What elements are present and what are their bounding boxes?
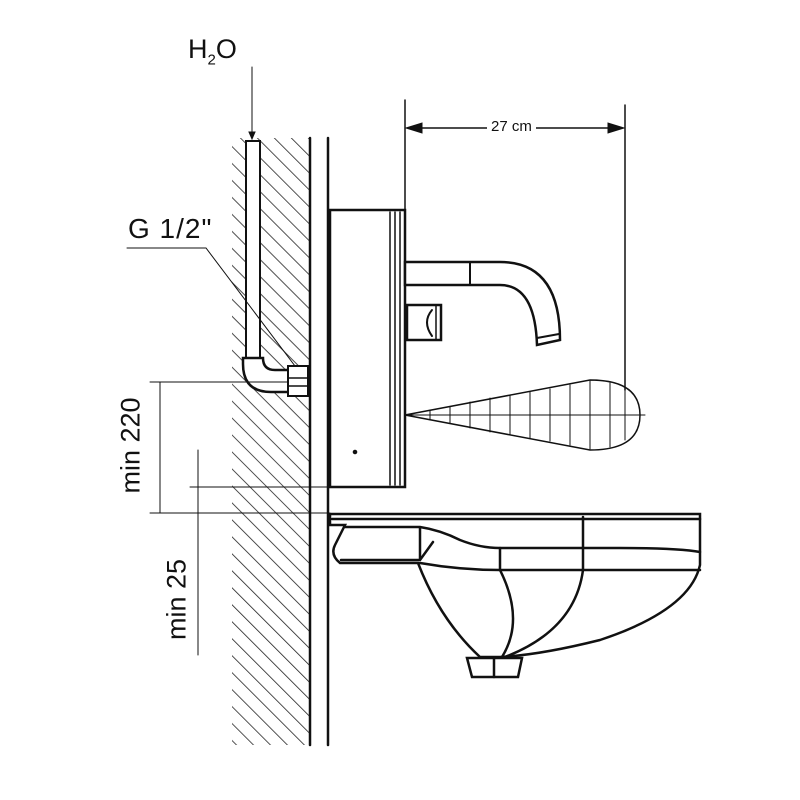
wall-hatching	[232, 138, 310, 745]
thread-leader	[126, 247, 296, 367]
faucet-spout	[403, 260, 562, 347]
width-dimension-label: 27 cm	[487, 118, 536, 135]
thread-size-label: G 1/2"	[128, 213, 213, 244]
water-supply-label: H2O	[188, 34, 237, 69]
pipe-fitting	[287, 365, 309, 397]
min-height-label: min 220	[115, 397, 146, 494]
water-pipe	[245, 140, 261, 360]
washbasin	[328, 512, 702, 679]
sensor-detection-zone	[404, 379, 646, 451]
faucet-housing	[328, 208, 407, 489]
min-gap-label: min 25	[161, 558, 192, 641]
